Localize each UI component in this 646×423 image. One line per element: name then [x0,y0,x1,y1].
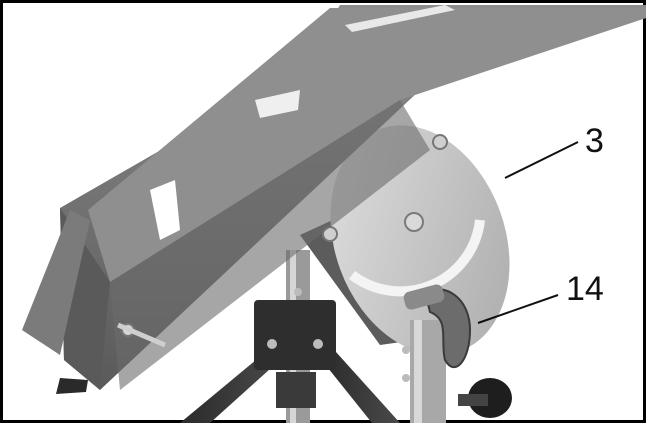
chute-lip [22,210,90,355]
callout-leader-3 [504,141,579,179]
tripod [180,250,400,423]
chute-slot [150,180,180,240]
callout-label-3: 3 [585,122,604,160]
callout-label-14: 14 [566,270,604,308]
chute [22,5,646,394]
tilt-handle [403,284,472,368]
support-post [402,320,512,423]
locking-knob [468,378,512,418]
center-bolt [404,212,424,232]
tilt-slot [348,219,485,297]
tripod-head [254,300,336,370]
callout-leader-14 [477,294,559,324]
